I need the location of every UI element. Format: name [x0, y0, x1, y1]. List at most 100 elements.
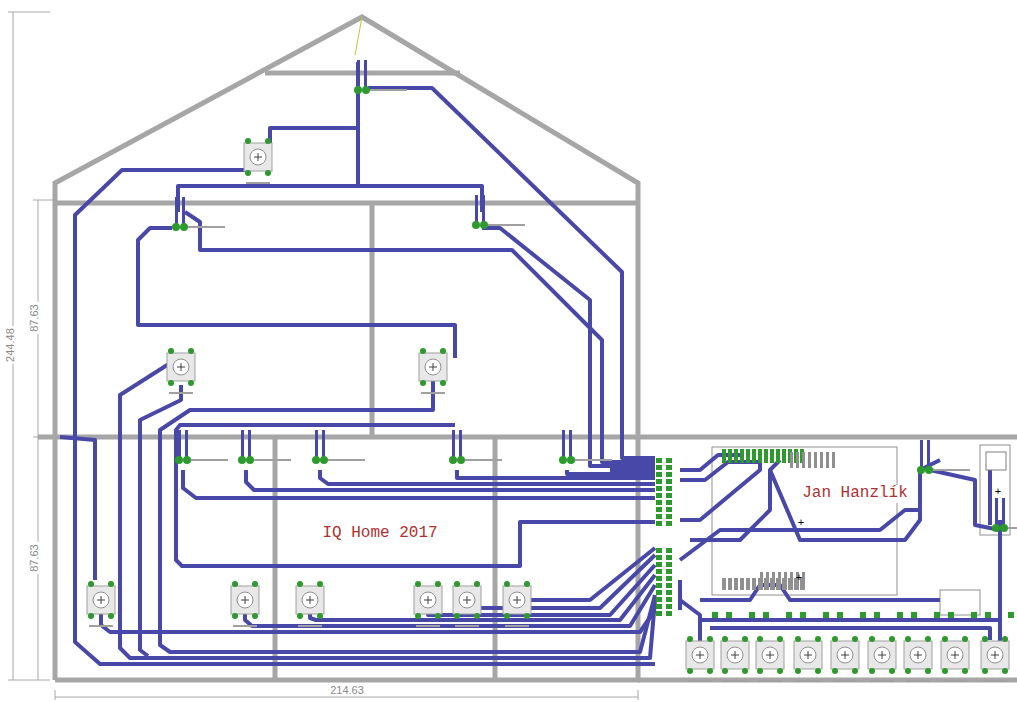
sensor-mark — [841, 651, 849, 659]
ratsnest-line — [355, 17, 362, 55]
silkscreen — [906, 680, 930, 682]
smd-pad — [749, 612, 755, 618]
pad — [320, 456, 328, 464]
header-pin — [666, 583, 672, 588]
mcu-pin — [746, 578, 750, 590]
sensor-lens — [692, 647, 708, 663]
pad-lead — [178, 430, 181, 460]
pad — [992, 524, 1000, 532]
sensor-body — [941, 641, 969, 669]
smd-pad — [948, 612, 954, 618]
pad — [917, 466, 925, 474]
pad — [815, 636, 821, 642]
pad — [962, 636, 968, 642]
mcu-pin — [740, 449, 744, 463]
mcu-pin — [734, 578, 738, 590]
pad-lead — [459, 430, 462, 460]
pad — [188, 348, 194, 354]
silkscreen — [933, 469, 970, 471]
pad — [454, 581, 460, 587]
board-title: IQ Home 2017 — [320, 525, 439, 543]
mcu-pin — [770, 449, 774, 463]
pad — [454, 613, 460, 619]
sensor-body — [87, 586, 115, 614]
sensor-mark — [766, 651, 774, 659]
sensor-lens — [762, 647, 778, 663]
pad — [474, 581, 480, 587]
sensor-mark — [97, 596, 105, 604]
pad — [362, 86, 370, 94]
smd-pad — [800, 612, 806, 618]
pad — [707, 636, 713, 642]
pad — [317, 613, 323, 619]
pad — [757, 636, 763, 642]
pad — [172, 223, 180, 231]
mcu-pin — [752, 449, 756, 463]
pad — [265, 170, 271, 176]
mcu-pin — [802, 572, 805, 590]
pad-lead — [475, 195, 478, 225]
smd-pad — [1008, 612, 1014, 618]
silkscreen — [688, 680, 712, 682]
pad — [457, 456, 465, 464]
header-pin — [656, 597, 662, 602]
pad — [559, 456, 567, 464]
dimension-label: 214.63 — [328, 684, 366, 696]
silkscreen — [758, 680, 782, 682]
header-pin — [666, 521, 672, 526]
header-pin — [666, 479, 672, 484]
header-pin — [666, 611, 672, 616]
dimension-label: 87.63 — [28, 542, 40, 574]
pad — [435, 581, 441, 587]
sensor-lens — [837, 647, 853, 663]
sensor-body — [244, 143, 272, 171]
pad — [88, 581, 94, 587]
connector-pads — [172, 60, 1017, 532]
smd-pad — [911, 612, 917, 618]
smd-pad — [823, 612, 829, 618]
pad — [832, 636, 838, 642]
header-pin — [666, 493, 672, 498]
mcu-pin — [766, 572, 769, 590]
silkscreen — [246, 182, 270, 184]
sensor-mark — [424, 596, 432, 604]
terminal-block — [986, 452, 1006, 470]
sensor-lens — [800, 647, 816, 663]
pad — [982, 636, 988, 642]
pad — [449, 456, 457, 464]
pad — [905, 636, 911, 642]
silkscreen — [723, 680, 747, 682]
mcu-pin — [734, 449, 738, 463]
header-pin — [666, 458, 672, 463]
smd-pad — [971, 612, 977, 618]
pad — [297, 613, 303, 619]
pad-lead — [562, 430, 565, 460]
header-pin — [656, 590, 662, 595]
sensor-mark — [177, 363, 185, 371]
pad-lead — [920, 440, 923, 470]
pad — [982, 668, 988, 674]
header-pin — [656, 458, 662, 463]
pad — [757, 668, 763, 674]
smd-pad — [786, 612, 792, 618]
pad-lead — [322, 430, 325, 460]
sensor-lens — [509, 592, 525, 608]
pad — [175, 456, 183, 464]
pad — [1000, 524, 1008, 532]
mcu-pin — [772, 572, 775, 590]
smd-pad — [763, 612, 769, 618]
pad — [795, 636, 801, 642]
sensor-lens — [459, 592, 475, 608]
dimension-label: 87.63 — [28, 302, 40, 334]
pad-lead — [315, 430, 318, 460]
mcu-pin — [796, 452, 799, 468]
header-pin — [656, 555, 662, 560]
pad — [889, 636, 895, 642]
silkscreen — [943, 680, 967, 682]
pad-lead — [927, 440, 930, 470]
smd-pad — [712, 612, 718, 618]
dimension-label: 244.48 — [4, 326, 16, 364]
sensor-mark — [914, 651, 922, 659]
pad — [722, 636, 728, 642]
